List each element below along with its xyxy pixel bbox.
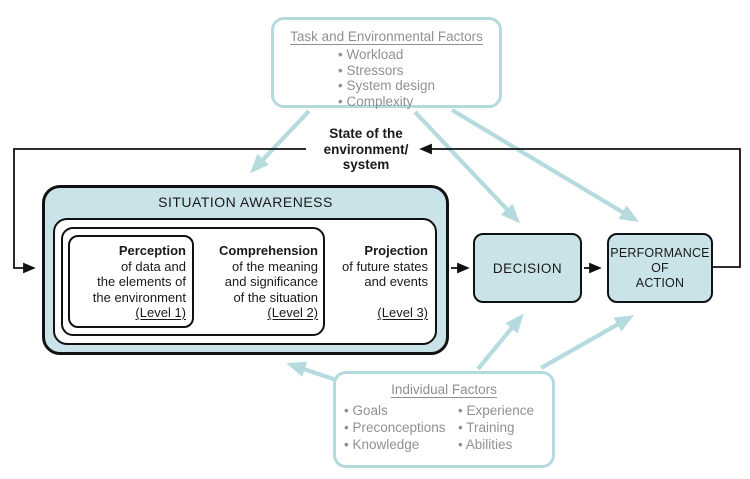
bullet-item: • Abilities bbox=[458, 437, 513, 452]
task-factors-title: Task and Environmental Factors bbox=[290, 29, 483, 44]
task-factors-list: • Workload• Stressors• System design• Co… bbox=[338, 47, 435, 109]
individual-factors-list-left: • Goals • Preconceptions • Knowledge bbox=[344, 402, 448, 453]
perception-box bbox=[68, 235, 194, 328]
arrow-taskfactors-to-decision bbox=[413, 110, 521, 224]
bullet-item: • Knowledge bbox=[344, 437, 420, 452]
individual-factors-list-right: • Experience • Training • Abilities bbox=[458, 402, 534, 453]
bullet-item: • Goals bbox=[344, 403, 388, 418]
situation-awareness-title: SITUATION AWARENESS bbox=[158, 194, 333, 210]
decision-box: DECISION bbox=[473, 233, 582, 303]
bullet-item: • Complexity bbox=[337, 93, 414, 109]
sa-levels-container-box bbox=[53, 218, 437, 345]
projection-level-label: (Level 3) bbox=[377, 305, 428, 320]
comprehension-text-block: Comprehension of the meaning and signifi… bbox=[199, 243, 318, 321]
projection-title: Projection bbox=[364, 243, 428, 258]
bullet-item: • Preconceptions bbox=[344, 420, 446, 435]
bullet-item: • Training bbox=[458, 420, 515, 435]
performance-of-action-box: PERFORMANCE OF ACTION bbox=[607, 233, 713, 303]
arrow-individualfactors-to-decision bbox=[476, 313, 524, 371]
arrow-state-to-sa-feedback-left bbox=[13, 148, 306, 274]
bullet-item: • Workload bbox=[337, 47, 404, 62]
comprehension-level-label: (Level 2) bbox=[267, 305, 318, 320]
comprehension-body: of the meaning and significance of the s… bbox=[224, 258, 318, 305]
arrow-performance-to-state-feedback-right bbox=[419, 143, 741, 268]
arrow-taskfactors-to-state bbox=[249, 109, 311, 174]
task-environmental-factors-box: Task and Environmental Factors • Workloa… bbox=[271, 17, 502, 109]
arrow-individualfactors-to-sa bbox=[286, 361, 340, 383]
state-of-environment-label: State of the environment/ system bbox=[323, 126, 409, 172]
perception-text-block: Perception of data and the elements of t… bbox=[70, 243, 186, 321]
perception-level-label: (Level 1) bbox=[135, 305, 186, 320]
bullet-item: • Stressors bbox=[337, 62, 404, 78]
perception-title: Perception bbox=[118, 243, 186, 258]
bullet-item: • Experience bbox=[458, 403, 535, 418]
bullet-item: • System design bbox=[337, 78, 436, 93]
projection-body: of future states and events bbox=[342, 258, 428, 290]
projection-text-block: Projection of future states and events (… bbox=[326, 243, 428, 321]
individual-factors-columns: • Goals • Preconceptions • Knowledge • Exp… bbox=[336, 402, 552, 453]
perception-comprehension-box bbox=[61, 227, 325, 336]
perception-body: of data and the elements of the environm… bbox=[92, 258, 186, 305]
arrow-individualfactors-to-performance bbox=[539, 315, 635, 370]
individual-factors-box: Individual Factors • Goals • Preconceptio… bbox=[333, 371, 555, 468]
arrow-taskfactors-to-performance bbox=[450, 108, 640, 223]
comprehension-title: Comprehension bbox=[219, 243, 318, 258]
individual-factors-title: Individual Factors bbox=[391, 382, 497, 397]
